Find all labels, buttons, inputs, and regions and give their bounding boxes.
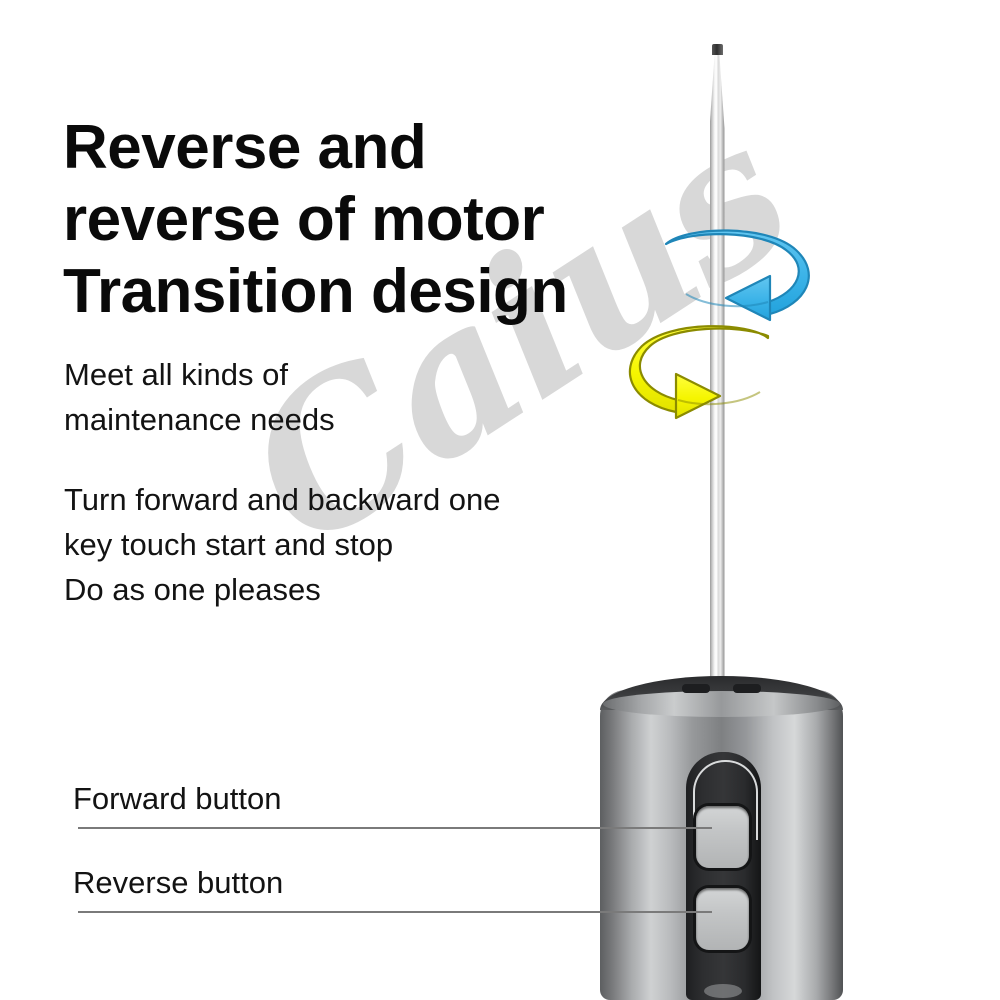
callout-label-reverse: Reverse button bbox=[73, 865, 284, 900]
handle-cap-rim bbox=[603, 691, 840, 717]
shaft-tip-icon bbox=[711, 44, 723, 55]
page-title: Reverse and reverse of motor Transition … bbox=[63, 113, 568, 326]
leader-line-reverse bbox=[78, 911, 712, 913]
shaft-rod bbox=[709, 50, 725, 704]
callout-label-forward: Forward button bbox=[73, 781, 282, 816]
forward-button[interactable] bbox=[696, 806, 749, 868]
handle-lower-highlight bbox=[704, 984, 742, 998]
subheading-text: Meet all kinds of maintenance needs bbox=[64, 357, 335, 437]
reverse-button[interactable] bbox=[696, 888, 749, 950]
control-panel bbox=[686, 752, 761, 1000]
screwdriver-handle bbox=[600, 676, 843, 1000]
cap-slot-right bbox=[733, 684, 761, 693]
screwdriver-shaft bbox=[700, 44, 734, 704]
cap-slot-left bbox=[682, 684, 710, 693]
panel-arc-highlight bbox=[693, 760, 758, 840]
leader-line-forward bbox=[78, 827, 712, 829]
body-text: Turn forward and backward one key touch … bbox=[64, 482, 501, 607]
